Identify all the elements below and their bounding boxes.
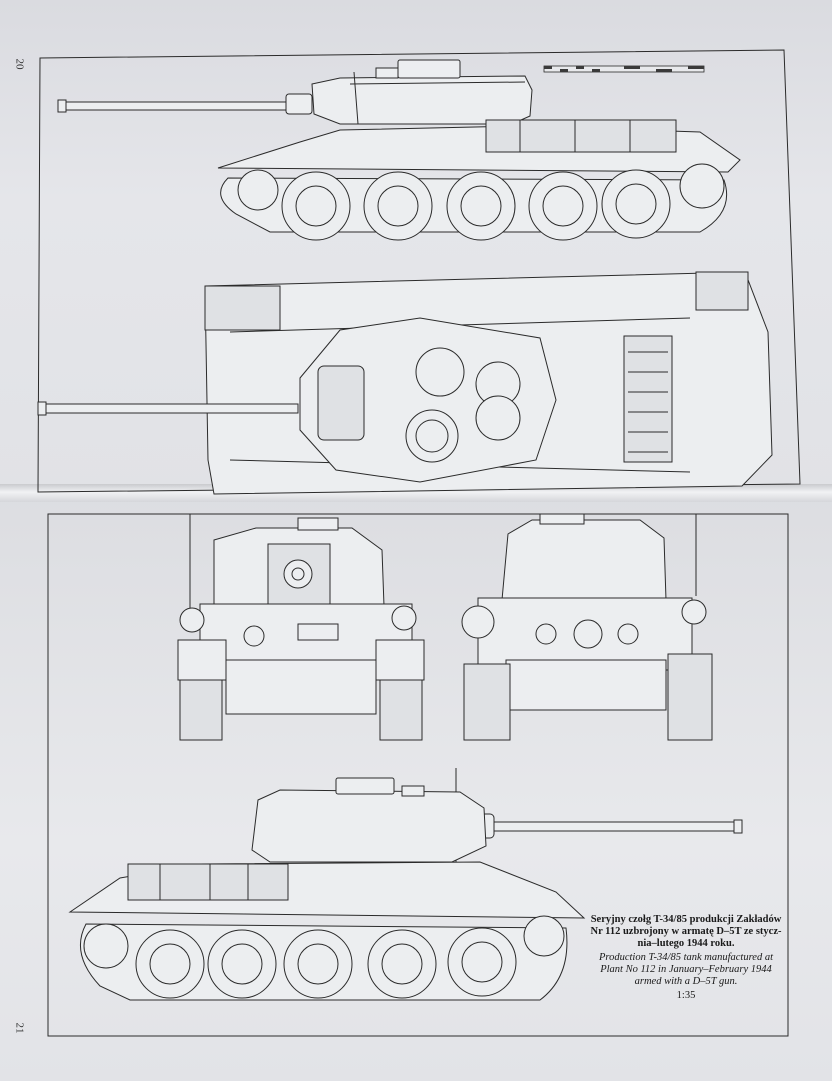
engine-grille <box>623 335 673 463</box>
gun-barrel <box>61 101 293 111</box>
side-view-right-facing <box>68 768 743 1001</box>
caption-english: Production T-34/85 tank manufactured at … <box>598 952 773 987</box>
turret-right <box>251 789 487 863</box>
scale-bar <box>543 65 705 73</box>
rear-view <box>461 513 713 741</box>
hull-rear <box>477 597 693 671</box>
bottom-drawing-frame <box>47 513 789 1037</box>
drawing-caption: Seryjny czołg T-34/85 produkcji Zakładów… <box>588 914 784 1002</box>
turret-plan <box>299 317 557 483</box>
track-rear-right <box>667 653 713 741</box>
caption-polish: Seryjny czołg T-34/85 produkcji Zakładów… <box>590 914 782 949</box>
side-view-left-facing <box>57 59 741 241</box>
gun-barrel-right <box>485 821 739 832</box>
track-front-left <box>179 679 223 741</box>
book-gutter <box>0 484 832 502</box>
track-front-right <box>379 679 423 741</box>
top-view <box>37 271 773 495</box>
front-view <box>177 514 425 741</box>
caption-scale: 1:35 <box>676 990 696 1001</box>
gun-barrel-plan <box>41 403 299 414</box>
track-rear-left <box>463 663 511 741</box>
top-drawing-frame <box>37 49 801 493</box>
turret-rear <box>501 519 667 601</box>
